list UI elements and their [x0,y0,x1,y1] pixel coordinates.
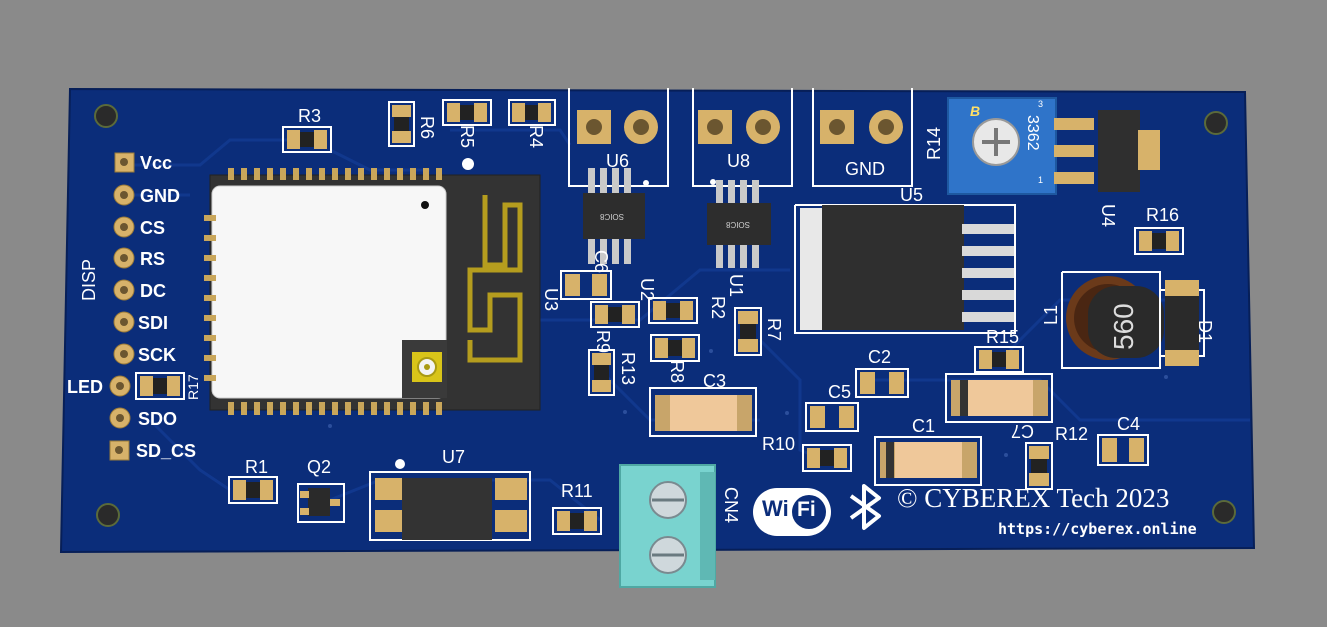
smd-passives [135,99,1184,535]
mounting-holes [94,104,1236,527]
designator-r11: R11 [561,481,593,501]
designator-c4: C4 [1117,414,1141,434]
pin-label-sck: SCK [138,345,177,365]
designator-r1: R1 [245,457,269,477]
vias [328,349,1168,457]
designator-r10: R10 [762,434,796,454]
inductor-mark-560: 560 [1108,303,1139,350]
esp32-module-u3 [204,158,541,415]
copyright-text: © CYBEREX Tech 2023 [897,483,1170,513]
trimmer-mark-3362: 3362 [1024,115,1041,151]
designator-gnd: GND [845,159,885,179]
pin-label-gnd: GND [140,186,180,206]
trimmer-mark-b: B [970,103,981,119]
designator-c7: C7 [1011,421,1035,441]
designator-r12: R12 [1055,424,1089,444]
designator-r3: R3 [298,106,322,126]
capacitor-c3 [649,387,757,437]
designator-r8: R8 [667,360,687,384]
soic-mark-u1: SOIC8 [726,220,751,229]
designator-u6: U6 [606,151,630,171]
designator-d1: D1 [1195,320,1215,344]
designator-u1: U1 [726,274,746,298]
designator-r15: R15 [986,327,1020,347]
designator-r14: R14 [924,126,944,160]
designator-cn4: CN4 [721,487,741,524]
terminal-block-cn4 [619,464,716,588]
designator-c2: C2 [868,347,892,367]
regulator-u4 [1054,110,1160,192]
designator-u7: U7 [442,447,466,467]
soic8-u1 [707,179,771,268]
designator-r13: R13 [618,352,638,386]
soic-mark-u2: SOIC8 [600,212,625,221]
bluetooth-icon [849,484,881,530]
regulator-u5 [794,204,1016,334]
wifi-logo [753,488,831,536]
designator-r7: R7 [764,318,784,342]
designator-c6: C6 [591,250,611,274]
pin-label-cs: CS [140,218,166,238]
wifi-text-wi: Wi [762,496,789,521]
pin-label-led: LED [67,377,103,397]
transistor-q2 [297,483,345,523]
designator-u3: U3 [541,288,561,312]
diode-d1 [1159,280,1205,366]
optocoupler-u7 [369,459,531,541]
pin-label-sdo: SDO [138,409,178,429]
inductor-l1 [1061,271,1164,369]
designator-r17: R17 [185,374,201,400]
header-title-disp: DISP [79,258,99,301]
trimmer-r14 [947,97,1057,195]
designator-r16: R16 [1146,205,1180,225]
pin-label-dc: DC [140,281,166,301]
designator-r6: R6 [417,116,437,140]
designator-r4: R4 [526,125,546,149]
designator-c5: C5 [828,382,852,402]
pin-label-vcc: Vcc [140,153,173,173]
trimmer-mark-1: 1 [1038,175,1044,185]
trimmer-mark-3: 3 [1038,99,1044,109]
designator-c3: C3 [703,371,727,391]
designator-r2: R2 [708,296,728,320]
display-header [109,152,135,461]
designator-c1: C1 [912,416,936,436]
designator-q2: Q2 [307,457,332,477]
designator-u8: U8 [727,151,751,171]
soic8-u2 [583,168,649,264]
designator-r9: R9 [593,330,613,354]
pin-label-sdi: SDI [138,313,169,333]
capacitor-c7 [945,373,1053,423]
designator-r5: R5 [457,125,477,149]
website-url: https://cyberex.online [998,520,1197,538]
pin-label-sd-cs: SD_CS [136,441,197,461]
designator-u5: U5 [900,185,924,205]
capacitor-c1 [874,436,982,486]
designator-u4: U4 [1098,204,1118,228]
pin-label-rs: RS [140,249,166,269]
screw-headers [568,88,913,187]
designator-l1: L1 [1041,304,1061,325]
designator-u2: U2 [637,278,657,302]
wifi-text-fi: Fi [797,498,816,521]
